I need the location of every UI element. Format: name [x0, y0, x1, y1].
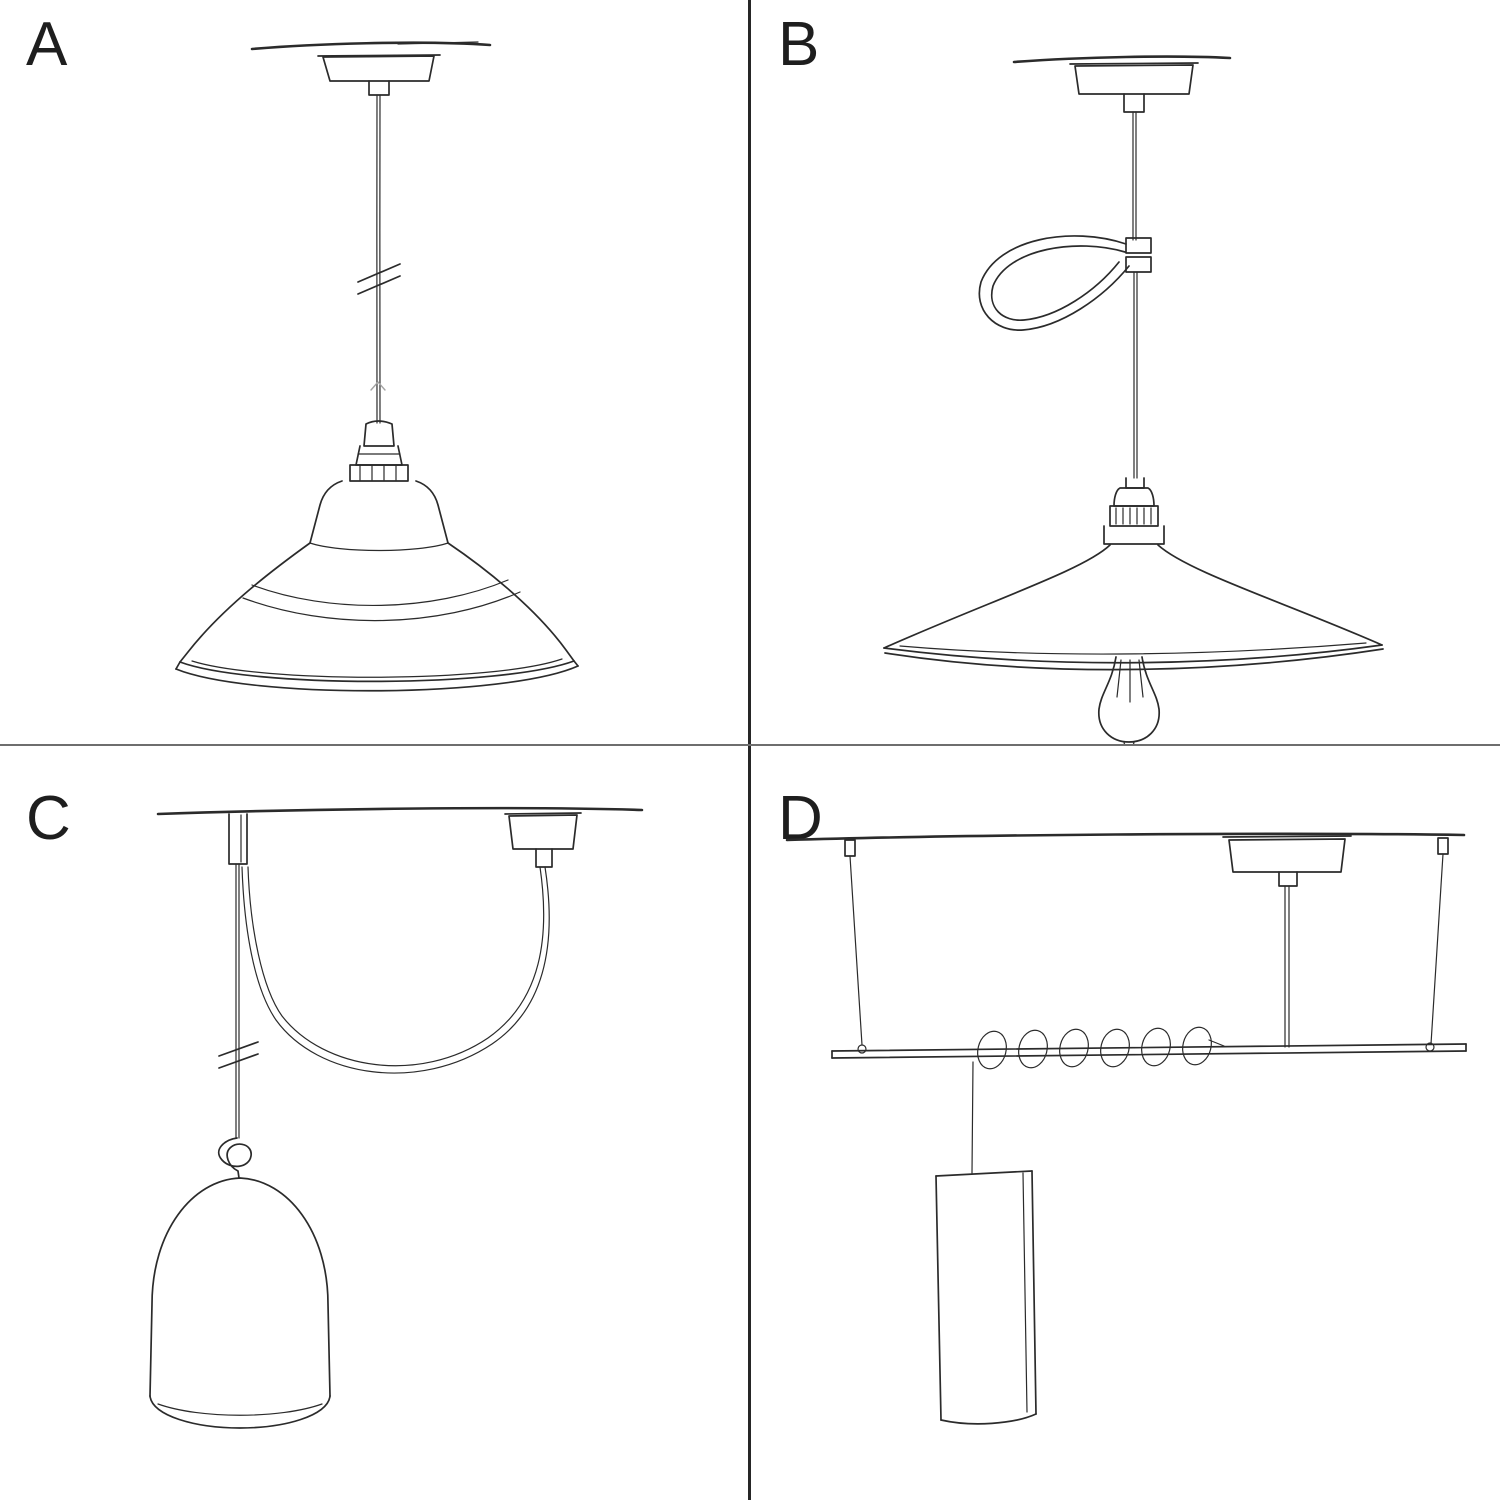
swag-pendant-bell-cloche-shade-sketch: [149, 806, 644, 1429]
horizontal-divider: [0, 744, 1500, 746]
pendant-flat-plate-shade-with-bulb-and-cable-hook-sketch: [883, 55, 1384, 745]
panel-c-label: C: [26, 784, 72, 853]
drop-cable: [218, 863, 259, 1139]
coiled-cable: [977, 1026, 1225, 1070]
flat-plate-shade: [883, 544, 1384, 671]
pendant-cable: [1132, 111, 1138, 479]
ceiling-rose: [317, 54, 441, 96]
ceiling-rose: [1222, 835, 1352, 887]
lamp-holder: [349, 420, 409, 482]
ceiling-rose: [1069, 62, 1199, 113]
panel-b: B: [752, 0, 1500, 745]
light-bulb: [1098, 656, 1160, 745]
horizontal-bar: [831, 1043, 1467, 1059]
cable-hook-loop: [978, 235, 1152, 331]
panel-b-label: B: [778, 10, 821, 79]
swag-cable: [241, 866, 550, 1074]
bowl-shade: [175, 480, 579, 692]
pendant-cable: [357, 94, 401, 424]
bell-cloche-shade: [149, 1177, 331, 1429]
center-rod: [1284, 885, 1290, 1048]
cylinder-shade: [935, 1170, 1037, 1425]
lamp-holder: [1103, 477, 1165, 545]
drop-cable: [971, 1061, 974, 1174]
vertical-divider: [748, 0, 751, 1500]
ceiling-line: [250, 41, 492, 51]
ceiling-line: [1012, 55, 1232, 64]
pendant-industrial-bowl-shade-sketch: [175, 41, 579, 692]
panel-a: A: [0, 0, 749, 745]
suspended-bar-with-coiled-cable-and-cylinder-pendant-sketch: [785, 832, 1467, 1425]
ceiling-rose: [504, 812, 582, 868]
ceiling-hook: [228, 813, 248, 865]
panel-c: C: [0, 748, 749, 1500]
panel-a-label: A: [26, 10, 69, 79]
cable-knot: [217, 1137, 252, 1179]
ceiling-line: [156, 806, 644, 816]
ceiling-line: [785, 832, 1466, 842]
panel-d: D: [752, 748, 1500, 1500]
suspension-wires: [844, 837, 1449, 1054]
